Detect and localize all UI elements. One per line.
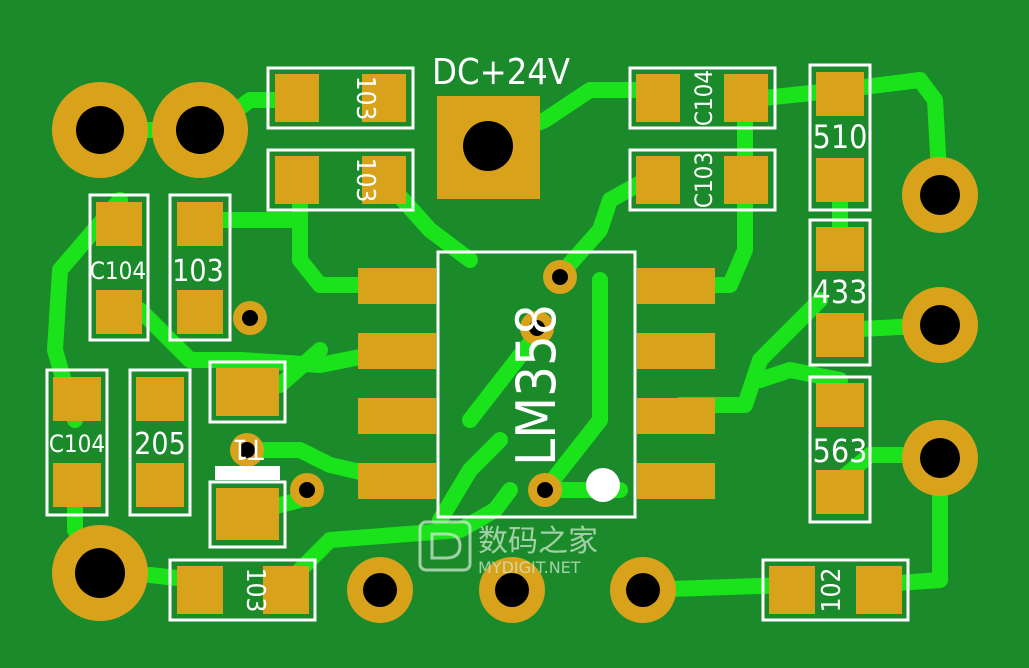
through-hole-pads [52,82,978,623]
dc24v-drill [463,121,513,171]
pad [769,566,815,614]
pad [96,290,142,334]
pad [177,290,223,334]
label-r103-bottom: 103 [240,568,270,613]
pad [96,202,142,246]
smd-components [45,63,910,622]
hole-pad-right-1-drill [920,175,960,215]
hole-pad-bottom-1-drill [363,573,397,607]
ic-pin1-marker [586,468,620,502]
pad [816,313,864,357]
hole-pad-bottom-2-drill [495,573,529,607]
label-r205: 205 [134,427,186,462]
ic-lm358 [358,250,715,519]
label-r563: 563 [813,432,868,470]
pad [724,156,768,204]
label-ic-lm358: LM358 [505,304,568,466]
mydigit-logo-icon [418,520,472,572]
via-4-drill [552,269,568,285]
via-6-drill [537,482,553,498]
silkscreen-labels: DC+24V 103 103 C104 C103 510 433 563 C10… [49,52,868,612]
hole-pad-bottom-left-drill [75,548,125,598]
hole-pad-right-3-drill [920,438,960,478]
ic-pin-3 [358,398,436,434]
resistor-433 [808,218,872,367]
ic-pin-1 [358,268,436,304]
pad [816,158,864,202]
ic-pin-8 [637,268,715,304]
pad [724,74,768,122]
ic-pin-5 [637,463,715,499]
transistor-t1 [208,360,287,549]
ic-pin-4 [358,463,436,499]
pad [275,74,319,122]
via-1-drill [242,310,258,326]
hole-pad-top-left-2-drill [176,106,224,154]
resistor-103-top-1 [266,66,415,130]
pad [263,566,309,614]
pad [136,463,184,507]
label-dc24v: DC+24V [432,52,570,93]
pad [53,377,101,421]
label-r103-left: 103 [172,254,224,289]
watermark: 数码之家 MYDIGIT.NET [418,520,598,577]
ic-pin-6 [637,398,715,434]
resistor-510 [808,63,872,212]
pad [362,156,406,204]
watermark-site: MYDIGIT.NET [478,558,581,577]
pad [816,72,864,116]
label-r433: 433 [813,273,868,311]
resistor-103-bottom [168,558,317,622]
pad [856,566,902,614]
resistor-205 [128,368,192,517]
hole-pad-top-left-1-drill [76,106,124,154]
pad [275,156,319,204]
resistor-102 [761,558,910,622]
pad [816,470,864,514]
label-c104-left: C104 [90,257,146,285]
ic-outline [436,250,637,519]
label-t1: T1 [232,433,264,466]
watermark-chinese: 数码之家 [478,524,598,559]
pad [216,368,279,416]
capacitor-c104-bottom-left [45,368,109,517]
pad [53,463,101,507]
label-r103-top2: 103 [350,158,380,203]
pad [636,74,680,122]
capacitor-c103 [628,148,777,212]
pad [136,377,184,421]
ic-pin-2 [358,333,436,369]
resistor-103-top-2 [266,148,415,212]
resistor-563 [808,375,872,524]
pad [816,227,864,271]
resistor-103-left [168,193,232,342]
label-c103: C103 [690,152,718,208]
pad [177,202,223,246]
label-r102: 102 [817,568,847,613]
via-3-drill [299,482,315,498]
pad [636,156,680,204]
pad [177,566,223,614]
capacitor-c104-left [88,193,150,342]
vias [230,260,577,507]
hole-pad-bottom-3-drill [626,573,660,607]
capacitor-c104-top-right [628,66,777,130]
pad [216,488,279,540]
label-r510: 510 [813,118,868,156]
via-5-drill [529,320,545,336]
hole-pad-right-2-drill [920,305,960,345]
label-r103-top1: 103 [350,76,380,121]
pad [362,74,406,122]
label-c104-top-right: C104 [690,70,718,126]
ic-pin-7 [637,333,715,369]
via-2-drill [239,442,255,458]
pad [816,383,864,427]
label-c104-bottom-left: C104 [49,430,105,458]
